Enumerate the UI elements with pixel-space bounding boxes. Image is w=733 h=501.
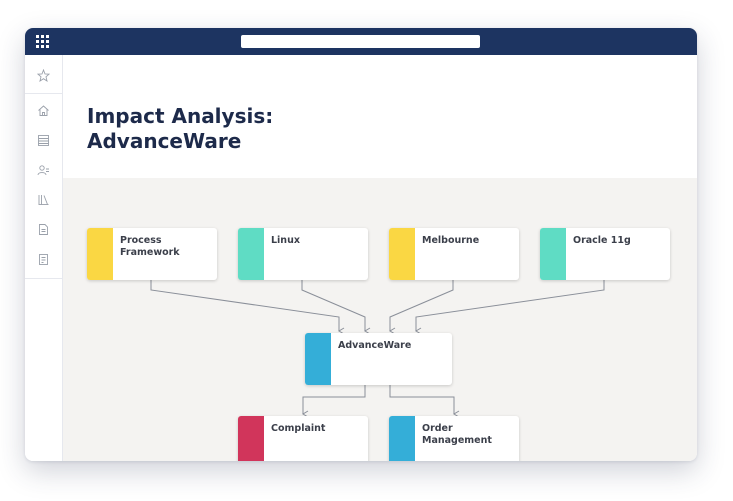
node-melbourne[interactable]: Melbourne: [389, 228, 519, 280]
node-label: Process Framework: [120, 235, 180, 258]
node-complaint[interactable]: Complaint: [238, 416, 368, 461]
users-icon[interactable]: [37, 164, 50, 177]
node-label: AdvanceWare: [338, 340, 412, 351]
app-grid-icon[interactable]: [36, 35, 49, 48]
node-accent: [540, 228, 566, 280]
list-icon[interactable]: [37, 134, 50, 147]
page-title-line-1: Impact Analysis:: [87, 104, 274, 128]
app-window: Impact Analysis: AdvanceWare Process Fra…: [25, 28, 697, 461]
home-icon[interactable]: [37, 104, 50, 117]
node-accent: [238, 228, 264, 280]
node-accent: [238, 416, 264, 461]
node-linux[interactable]: Linux: [238, 228, 368, 280]
node-advanceware[interactable]: AdvanceWare: [305, 333, 452, 385]
page-header: Impact Analysis: AdvanceWare: [63, 55, 697, 178]
connector-linux: [301, 280, 371, 335]
page-title-line-2: AdvanceWare: [87, 129, 242, 153]
connector-complaint: [302, 385, 366, 418]
connector-melbourne: [389, 280, 454, 335]
sidebar-divider: [25, 278, 62, 279]
page-title: Impact Analysis: AdvanceWare: [87, 104, 273, 154]
connector-order-management: [389, 385, 460, 418]
node-label: Oracle 11g: [573, 235, 631, 246]
node-oracle-11g[interactable]: Oracle 11g: [540, 228, 670, 280]
node-label: Complaint: [271, 423, 326, 434]
library-icon[interactable]: [37, 193, 50, 206]
node-label: Melbourne: [422, 235, 480, 246]
sidebar: [25, 55, 63, 461]
diagram-connectors: [150, 280, 605, 418]
star-icon[interactable]: [37, 69, 50, 82]
node-accent: [87, 228, 113, 280]
node-label: Linux: [271, 235, 300, 246]
search-input[interactable]: [241, 35, 480, 48]
node-label: Order Management: [422, 423, 492, 446]
node-accent: [389, 228, 415, 280]
document-icon[interactable]: [37, 223, 50, 236]
connector-oracle-11g: [415, 280, 605, 335]
top-bar: [25, 28, 697, 55]
report-icon[interactable]: [37, 253, 50, 266]
node-order-management[interactable]: Order Management: [389, 416, 519, 461]
sidebar-divider: [25, 93, 62, 94]
node-accent: [305, 333, 331, 385]
node-accent: [389, 416, 415, 461]
impact-diagram: Process Framework Linux Melbourne Oracle…: [63, 178, 697, 461]
node-process-framework[interactable]: Process Framework: [87, 228, 217, 280]
connector-process-framework: [150, 280, 345, 335]
